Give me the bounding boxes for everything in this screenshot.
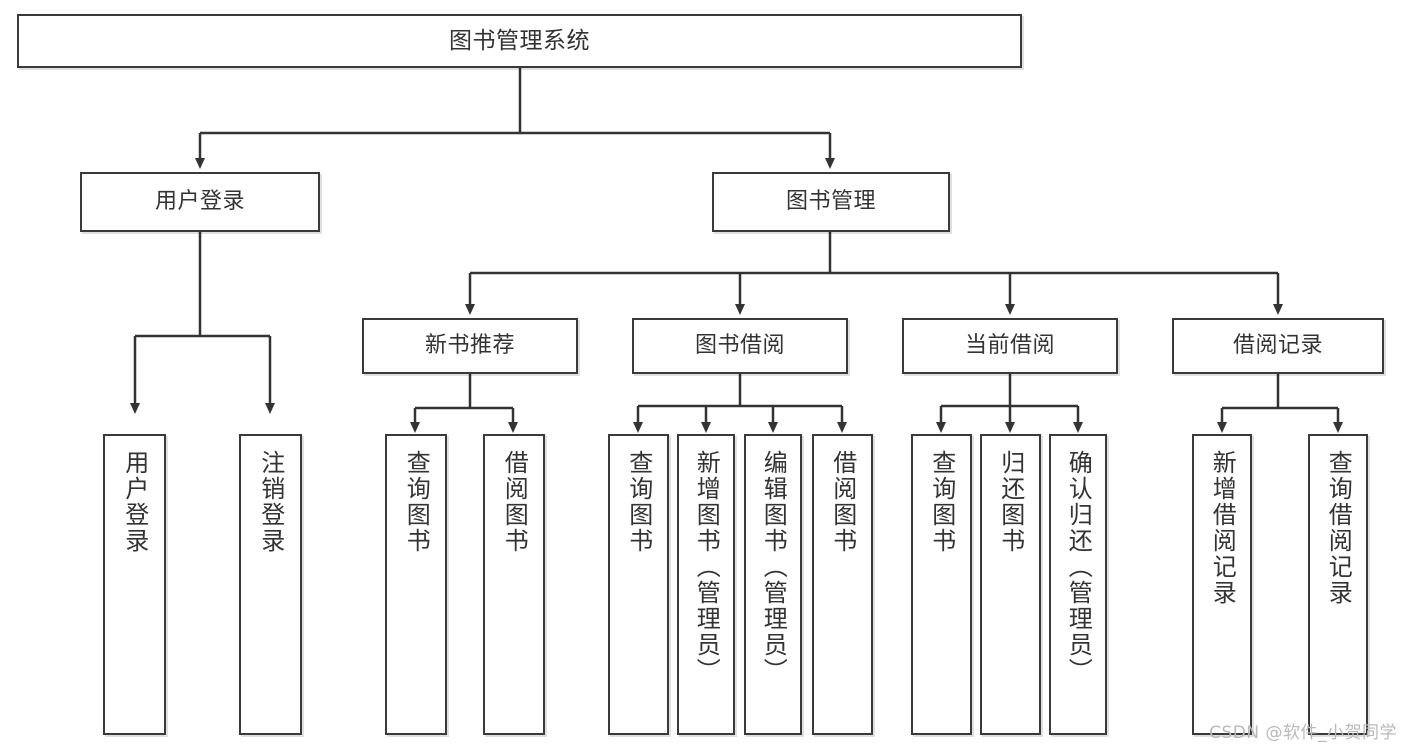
node-label: 借阅图书 (828, 450, 857, 554)
node-label: 查询图书 (402, 450, 431, 554)
node-label: 查询图书 (624, 450, 653, 554)
node-label: 查询借阅记录 (1324, 450, 1353, 606)
node-label: 用户登录 (154, 189, 245, 215)
leaf-borrow-books-recommendation[interactable]: 借阅图书 (483, 434, 545, 735)
node-user-login[interactable]: 用户登录 (80, 172, 320, 232)
leaf-add-book-admin[interactable]: 新增图书（管理员） (677, 434, 735, 735)
leaf-query-books-current[interactable]: 查询图书 (911, 434, 972, 735)
node-book-management[interactable]: 图书管理 (712, 172, 950, 232)
node-label: 用户登录 (120, 450, 149, 554)
leaf-borrow-books-borrowing[interactable]: 借阅图书 (812, 434, 873, 735)
node-label: 查询图书 (927, 450, 956, 554)
node-root-book-management-system[interactable]: 图书管理系统 (17, 14, 1022, 68)
leaf-logout[interactable]: 注销登录 (239, 434, 302, 735)
node-borrowing-records[interactable]: 借阅记录 (1172, 318, 1384, 374)
node-label: 新增图书（管理员） (692, 450, 721, 684)
node-label: 编辑图书（管理员） (759, 450, 788, 684)
node-label: 借阅记录 (1232, 333, 1323, 359)
leaf-return-books[interactable]: 归还图书 (980, 434, 1041, 735)
leaf-add-borrowing-record[interactable]: 新增借阅记录 (1192, 434, 1252, 735)
node-label: 新增借阅记录 (1208, 450, 1237, 606)
node-book-borrowing[interactable]: 图书借阅 (632, 318, 848, 374)
node-label: 注销登录 (256, 450, 285, 554)
leaf-query-books-recommendation[interactable]: 查询图书 (385, 434, 447, 735)
node-label: 图书管理系统 (449, 27, 590, 54)
leaf-user-login[interactable]: 用户登录 (103, 434, 166, 735)
node-label: 归还图书 (996, 450, 1025, 554)
leaf-edit-book-admin[interactable]: 编辑图书（管理员） (744, 434, 802, 735)
leaf-query-books-borrowing[interactable]: 查询图书 (608, 434, 669, 735)
node-label: 确认归还（管理员） (1064, 450, 1093, 684)
node-label: 当前借阅 (964, 333, 1055, 359)
leaf-query-borrowing-record[interactable]: 查询借阅记录 (1308, 434, 1368, 735)
node-new-book-recommendation[interactable]: 新书推荐 (362, 318, 578, 374)
node-label: 新书推荐 (424, 333, 515, 359)
node-label: 图书管理 (785, 189, 876, 215)
leaf-confirm-return-admin[interactable]: 确认归还（管理员） (1049, 434, 1107, 735)
node-label: 图书借阅 (694, 333, 785, 359)
node-label: 借阅图书 (500, 450, 529, 554)
csdn-watermark: CSDN @软件_小贺同学 (1209, 723, 1397, 743)
node-current-borrowing[interactable]: 当前借阅 (902, 318, 1118, 374)
